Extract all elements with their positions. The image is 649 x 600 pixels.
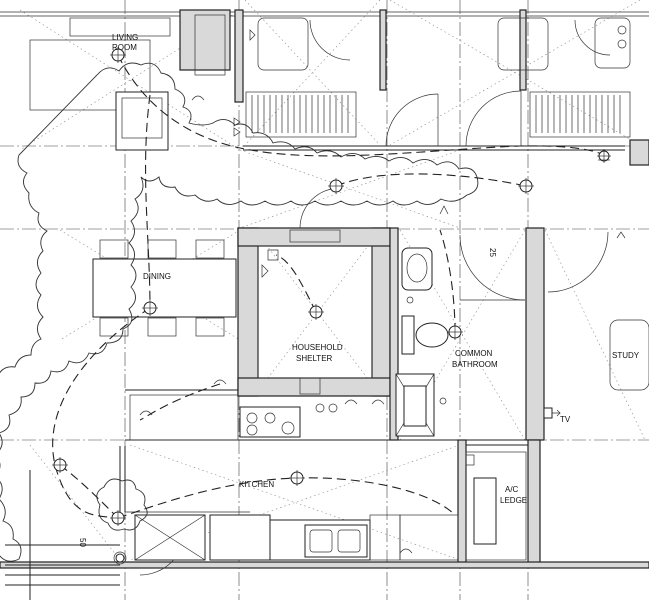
light-point-bathroom bbox=[447, 324, 463, 340]
facade-lines bbox=[0, 11, 649, 17]
ac-ledge-label-line1: A/C bbox=[505, 485, 519, 494]
revision-cloud bbox=[0, 62, 479, 562]
light-point-service bbox=[52, 457, 68, 473]
light-point-shelter bbox=[308, 304, 324, 320]
living-room-furniture bbox=[29, 14, 226, 151]
kitchen-fixtures bbox=[125, 394, 527, 561]
kitchen-label: KITCHEN bbox=[239, 480, 274, 489]
walls bbox=[0, 9, 649, 569]
light-point-dining bbox=[142, 300, 158, 316]
tv-outlet-label: TV bbox=[560, 415, 571, 424]
light-point-entry bbox=[110, 510, 126, 526]
light-point-corridor bbox=[328, 178, 344, 194]
wiring-runs bbox=[52, 54, 609, 519]
wardrobes bbox=[245, 17, 631, 138]
living-room-label-line1: LIVING bbox=[112, 33, 138, 42]
dimension-label-25: 25 bbox=[488, 248, 497, 257]
annotation-labels: 25 50 TV bbox=[78, 248, 571, 547]
household-shelter-label-line2: SHELTER bbox=[296, 354, 333, 363]
dining-set bbox=[92, 239, 237, 337]
switch-symbols bbox=[113, 25, 627, 565]
ac-ledge-label-line2: LEDGE bbox=[500, 496, 527, 505]
shelter-fixtures bbox=[257, 229, 373, 395]
dimension-label-50: 50 bbox=[78, 538, 87, 547]
light-fixture-symbols bbox=[52, 47, 611, 526]
living-room-label-line2: ROOM bbox=[112, 43, 137, 52]
dining-label: DINING bbox=[143, 272, 171, 281]
bathroom-fixtures bbox=[395, 247, 649, 437]
light-point-kitchen bbox=[289, 470, 305, 486]
common-bathroom-label-line1: COMMON bbox=[455, 349, 493, 358]
common-bathroom-label-line2: BATHROOM bbox=[452, 360, 498, 369]
light-point-corridor-2 bbox=[518, 178, 534, 194]
light-point-room bbox=[597, 149, 611, 163]
study-label: STUDY bbox=[612, 351, 640, 360]
light-point-living bbox=[110, 47, 126, 63]
door-swings bbox=[139, 19, 611, 576]
household-shelter-label-line1: HOUSEHOLD bbox=[292, 343, 343, 352]
room-labels: LIVING ROOM DINING HOUSEHOLD SHELTER COM… bbox=[112, 33, 640, 505]
partition-lines bbox=[5, 145, 625, 600]
